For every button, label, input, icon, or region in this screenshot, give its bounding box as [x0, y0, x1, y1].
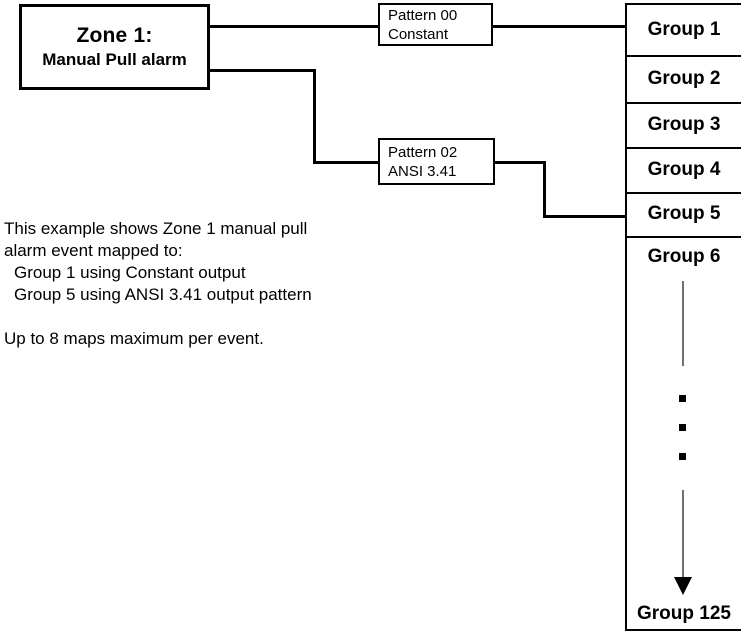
- group-label-6: Group 6: [647, 246, 721, 267]
- caption-line-1: This example shows Zone 1 manual pull: [4, 219, 308, 238]
- group-separator-4: [627, 192, 741, 194]
- group-separator-3: [627, 147, 741, 149]
- pattern-box-02: Pattern 02 ANSI 3.41: [378, 138, 495, 185]
- pattern-02-code: Pattern 02: [388, 143, 458, 161]
- pattern-02-name: ANSI 3.41: [388, 162, 457, 180]
- wire-zone-to-pattern00: [207, 25, 381, 28]
- group-label-4: Group 4: [647, 158, 721, 180]
- continuation-line-upper: [682, 281, 684, 366]
- group-cell-1[interactable]: Group 1: [627, 5, 741, 55]
- wire-elbow2-to-group5: [543, 215, 627, 218]
- group-cell-125[interactable]: Group 125: [627, 585, 741, 629]
- continuation-line-lower: [682, 490, 684, 578]
- group-separator-1: [627, 55, 741, 57]
- group-label-2: Group 2: [647, 67, 721, 89]
- continuation-dot-3: [679, 453, 686, 460]
- caption-line-2: alarm event mapped to:: [4, 241, 183, 260]
- wire-elbow2-vertical: [543, 161, 546, 218]
- group-separator-5: [627, 236, 741, 238]
- caption-line-4: Group 5 using ANSI 3.41 output pattern: [14, 285, 312, 304]
- group-cell-5[interactable]: Group 5: [627, 192, 741, 236]
- group-cell-2[interactable]: Group 2: [627, 55, 741, 102]
- pattern-00-name: Constant: [388, 25, 449, 43]
- zone-subtitle: Manual Pull alarm: [42, 49, 187, 69]
- group-label-5: Group 5: [647, 203, 721, 224]
- caption-line-5: Up to 8 maps maximum per event.: [4, 329, 264, 348]
- group-cell-4[interactable]: Group 4: [627, 147, 741, 192]
- group-label-1: Group 1: [647, 19, 721, 40]
- pattern-00-code: Pattern 00: [388, 6, 458, 24]
- group-label-3: Group 3: [647, 113, 721, 135]
- wire-pattern02-to-elbow2-horizontal: [493, 161, 546, 164]
- continuation-dot-2: [679, 424, 686, 431]
- group-cell-3[interactable]: Group 3: [627, 102, 741, 147]
- wire-zone-to-elbow1-horizontal: [207, 69, 316, 72]
- caption-line-3: Group 1 using Constant output: [14, 263, 246, 282]
- group-cell-6[interactable]: Group 6: [627, 236, 741, 281]
- caption-spacer: [4, 306, 404, 328]
- group-label-125: Group 125: [637, 603, 731, 624]
- wire-elbow1-to-pattern02: [313, 161, 381, 164]
- continuation-dot-1: [679, 395, 686, 402]
- group-separator-2: [627, 102, 741, 104]
- wire-pattern00-to-group1: [491, 25, 627, 28]
- wire-elbow1-vertical: [313, 69, 316, 164]
- caption-block: This example shows Zone 1 manual pull al…: [4, 218, 404, 350]
- pattern-box-00: Pattern 00 Constant: [378, 3, 493, 46]
- zone-title: Zone 1:: [76, 23, 153, 47]
- continuation-arrow-icon: [674, 577, 692, 595]
- zone-box: Zone 1: Manual Pull alarm: [19, 4, 210, 90]
